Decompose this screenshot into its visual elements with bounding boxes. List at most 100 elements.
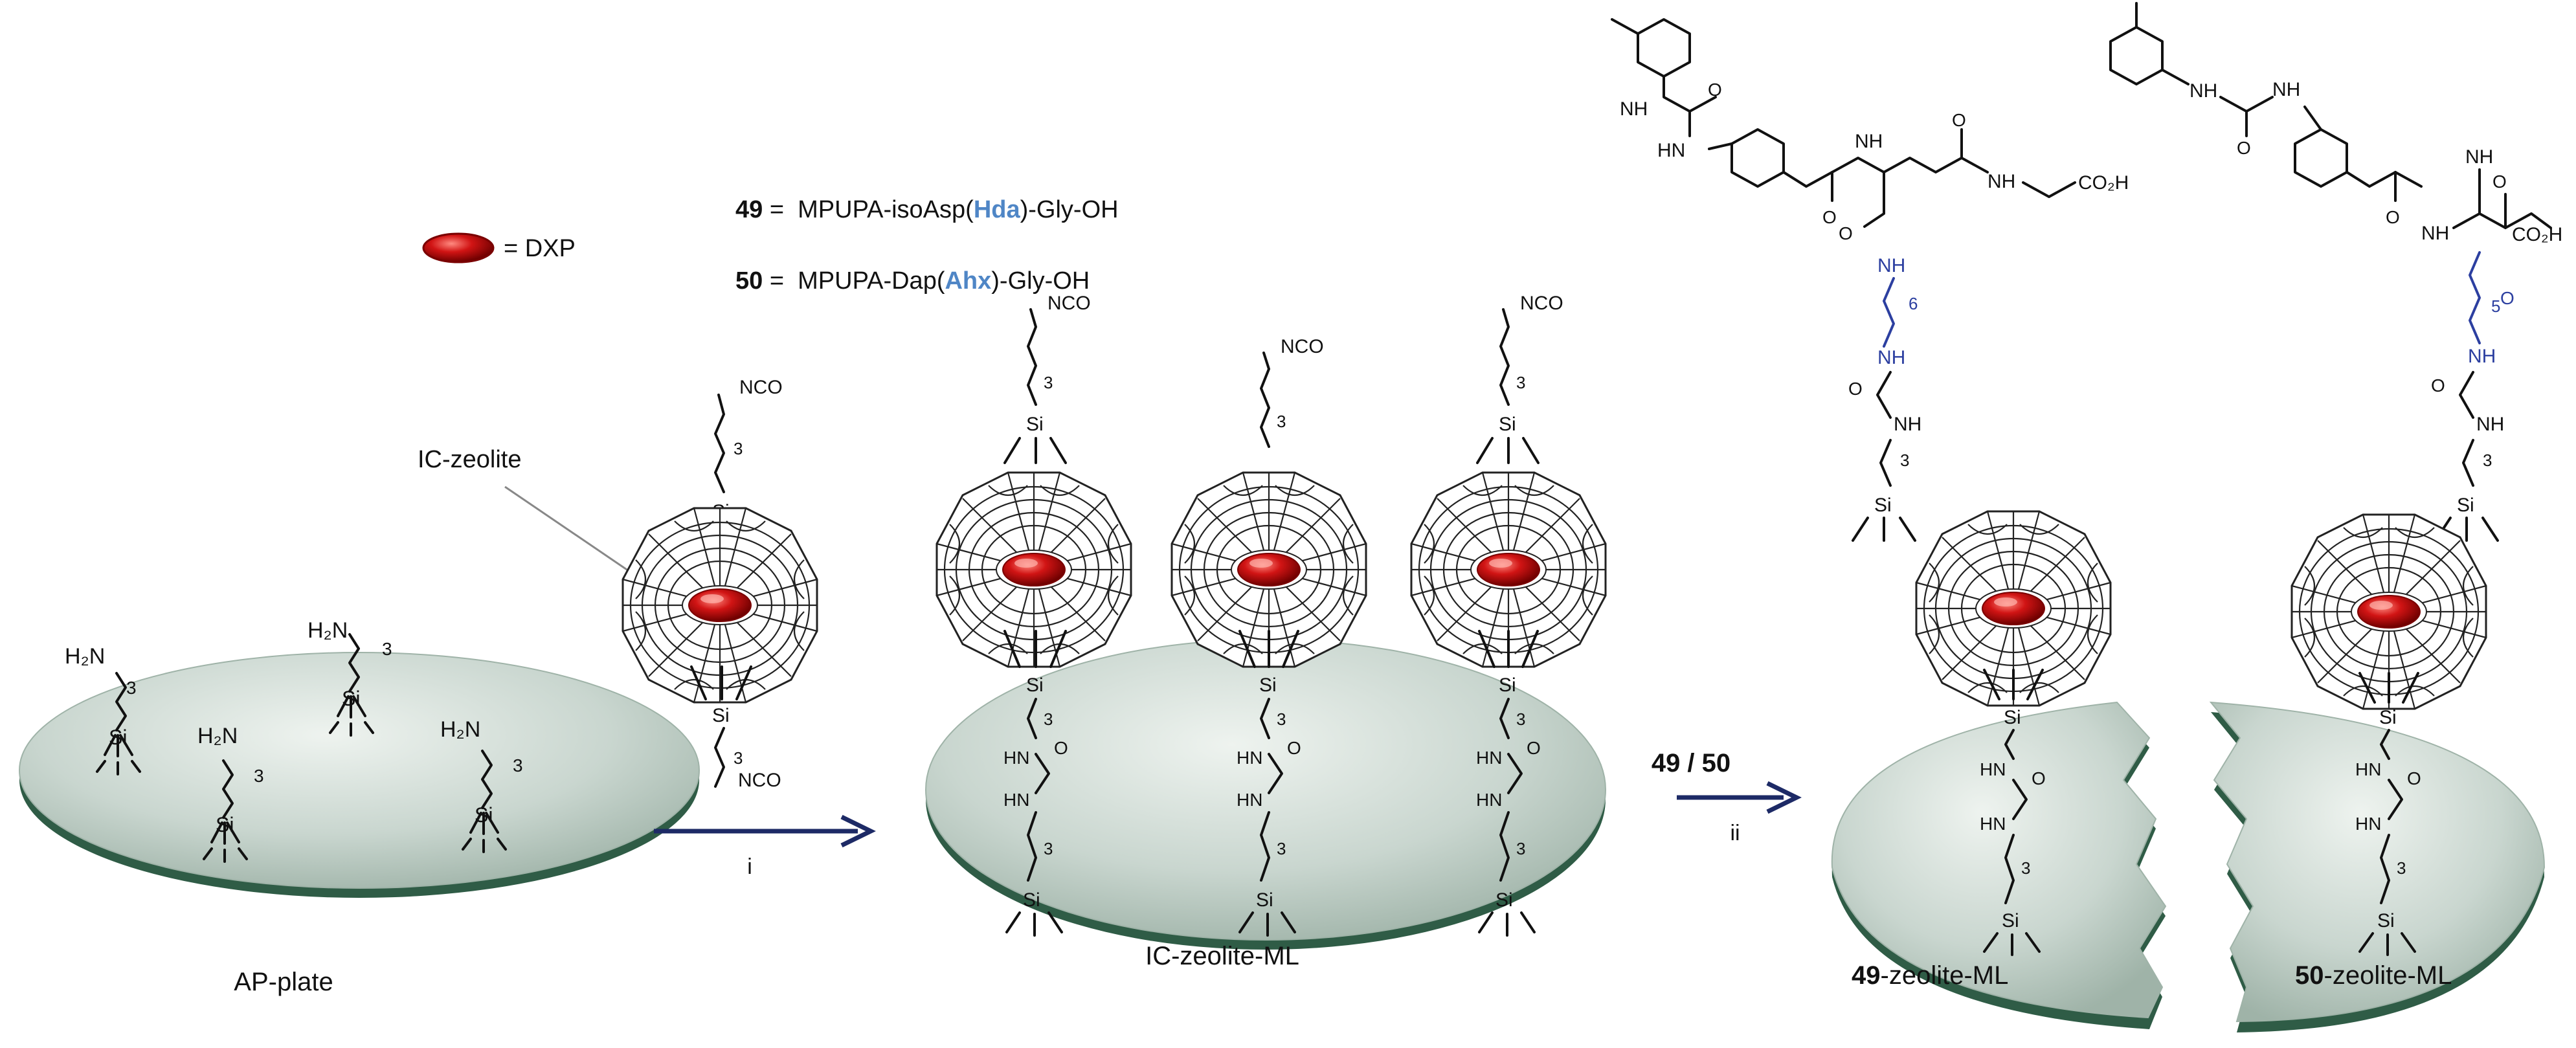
chain-length-49-base: 3 xyxy=(2021,858,2030,878)
si-label-ml2-bottom: Si xyxy=(1259,675,1277,696)
o-label-ml3: O xyxy=(1527,738,1541,758)
o-label-49-c: O xyxy=(1952,110,1966,130)
plate-49-fragment xyxy=(1831,701,2167,1029)
conjugate-49: NH O HN O NH O NH CO₂H O NH 6 NH O xyxy=(1611,18,2129,956)
chain-length-ml2: 3 xyxy=(1277,412,1286,431)
o-label-49-d: O xyxy=(1839,223,1853,243)
zeolite-monolayer-3: NCO 3 Si Si 3 HN O HN 3 Si xyxy=(1410,293,1607,937)
dxp-legend-label: = DXP xyxy=(504,235,576,262)
step-ii-label: ii xyxy=(1730,821,1740,845)
nh-label-49-hda-bottom: NH xyxy=(1877,347,1905,368)
chain-length-ml1-lower: 3 xyxy=(1044,709,1053,729)
step-ii-arrowhead xyxy=(1766,781,1802,814)
dxp-legend: = DXP xyxy=(422,232,576,263)
compound-50-definition: 50 = MPUPA-Dap(Ahx)-Gly-OH xyxy=(735,267,1090,295)
si-label-ml2-base: Si xyxy=(1256,889,1273,911)
hn-label-49-b: HN xyxy=(1980,759,2006,779)
nh-label-50-b: NH xyxy=(2272,79,2300,100)
si-label-50-base: Si xyxy=(2377,910,2395,931)
nh-label-50-e: NH xyxy=(2476,414,2504,435)
si-label-3: Si xyxy=(216,813,234,836)
si-label-ml1-top: Si xyxy=(1026,414,1044,435)
zeolite-ml-50-number: 50 xyxy=(2295,961,2324,990)
siloxane-bonds-bottom xyxy=(690,665,752,700)
si-label-ml3-top: Si xyxy=(1499,414,1516,435)
ic-zeolite-leader-line xyxy=(504,485,651,587)
phenyl-ring-49 xyxy=(1730,128,1785,188)
step-i-label: i xyxy=(747,854,752,879)
si-label-ml1-bottom: Si xyxy=(1026,675,1044,696)
h2n-label-1: H₂N xyxy=(65,644,105,669)
dxp-legend-icon xyxy=(422,232,495,263)
co2h-label-50: CO₂H xyxy=(2512,224,2562,245)
zeolite-ml-50-suffix: -zeolite-ML xyxy=(2324,961,2452,990)
o-label-ml2: O xyxy=(1287,738,1301,758)
step-i-arrowhead xyxy=(840,814,876,848)
ic-zeolite-ml-group: NCO 3 Si Si 3 HN O HN 3 Si NCO 3 Si xyxy=(925,293,1607,970)
ap-plate-group: H₂N H₂N H₂N H₂N 3 3 3 3 Si Si Si Si AP-p… xyxy=(19,618,700,996)
h2n-label-3: H₂N xyxy=(197,724,238,748)
h2n-label-4: H₂N xyxy=(440,717,480,742)
si-label-ml1-base: Si xyxy=(1023,889,1040,911)
hn-label-49-a: HN xyxy=(1657,140,1685,161)
zeolite-ml-50-label: 50-zeolite-ML xyxy=(2295,961,2452,990)
compound-49-number: 49 xyxy=(735,196,763,223)
nh-label-49-b: NH xyxy=(1855,131,1883,152)
o-label-50-a: O xyxy=(2237,138,2251,158)
nh-label-50-a: NH xyxy=(2190,80,2217,102)
si-label-49-mid: Si xyxy=(2004,707,2021,728)
ahx-chain-length-50: 5 xyxy=(2491,296,2500,316)
compound-49-definition: 49 = MPUPA-isoAsp(Hda)-Gly-OH xyxy=(735,196,1119,223)
si-label-ml3-bottom: Si xyxy=(1499,675,1516,696)
plate-50 xyxy=(2209,701,2546,1023)
step-ii: 49 / 50 ii xyxy=(1652,749,1802,845)
compound-50-highlight: Ahx xyxy=(945,267,991,295)
zeolite-ml-49-number: 49 xyxy=(1852,961,1881,990)
zeolite-crystal-ml1 xyxy=(935,471,1132,668)
chain-length-label-3: 3 xyxy=(254,766,264,786)
ic-zeolite-particle: NCO 3 Si Si 3 NCO xyxy=(622,377,818,791)
zeolite-monolayer-2: NCO 3 Si 3 HN O HN 3 Si xyxy=(1170,336,1367,937)
hn-label-50-b: HN xyxy=(2355,759,2381,779)
si-label-zeolite-bottom: Si xyxy=(712,705,730,726)
o-label-49-e: O xyxy=(1848,379,1863,399)
step-ii-reagent-label: 49 / 50 xyxy=(1652,749,1730,777)
nh-label-49-d: NH xyxy=(1894,414,1921,435)
chain-length-ml3: 3 xyxy=(1516,373,1525,392)
hn-label-ml3-b: HN xyxy=(1476,790,1502,810)
conjugate-50: NH O NH O NH O CO₂H NH 5 O NH O NH 3 Si xyxy=(2109,2,2562,956)
nco-chain-length-top: 3 xyxy=(734,439,743,458)
o-label-50-e: O xyxy=(2407,768,2421,788)
hn-label-ml2-b: HN xyxy=(1237,790,1262,810)
plate-49 xyxy=(1831,701,2167,1019)
hn-label-ml1: HN xyxy=(1003,748,1029,768)
ic-zeolite-crystal xyxy=(622,507,818,704)
h2n-label-2: H₂N xyxy=(308,618,348,643)
nco-label-top: NCO xyxy=(739,377,783,398)
si-label-49-top: Si xyxy=(1874,495,1892,516)
chain-length-49-top: 3 xyxy=(1900,451,1909,470)
si-label-50-top: Si xyxy=(2457,495,2474,516)
compound-50-number: 50 xyxy=(735,267,763,295)
compound-legend: 49 = MPUPA-isoAsp(Hda)-Gly-OH 50 = MPUPA… xyxy=(735,196,1119,295)
si-label-4: Si xyxy=(475,803,493,827)
o-label-ml1: O xyxy=(1054,738,1068,758)
hn-label-50-c: HN xyxy=(2355,814,2381,834)
hn-label-ml2: HN xyxy=(1237,748,1262,768)
nh-label-49-a: NH xyxy=(1620,98,1648,120)
o-label-50-ahx: O xyxy=(2500,288,2514,308)
chain-length-ml1-base: 3 xyxy=(1044,839,1053,858)
nh-label-50-c: NH xyxy=(2421,223,2449,244)
tolyl-ring-49 xyxy=(1637,18,1691,78)
compound-49-suffix: )-Gly-OH xyxy=(1020,196,1119,223)
co2h-label-49: CO₂H xyxy=(2078,172,2129,194)
nh-label-50-d: NH xyxy=(2465,146,2493,168)
si-label-ml3-base: Si xyxy=(1495,889,1513,911)
hn-label-ml3: HN xyxy=(1476,748,1502,768)
nh-label-49-c: NH xyxy=(1988,171,2015,192)
si-label-1: Si xyxy=(109,726,127,749)
nco-chain-length-bottom: 3 xyxy=(734,748,743,768)
ic-zeolite-ml-label: IC-zeolite-ML xyxy=(1145,942,1299,970)
ic-zeolite-label: IC-zeolite xyxy=(418,446,522,473)
